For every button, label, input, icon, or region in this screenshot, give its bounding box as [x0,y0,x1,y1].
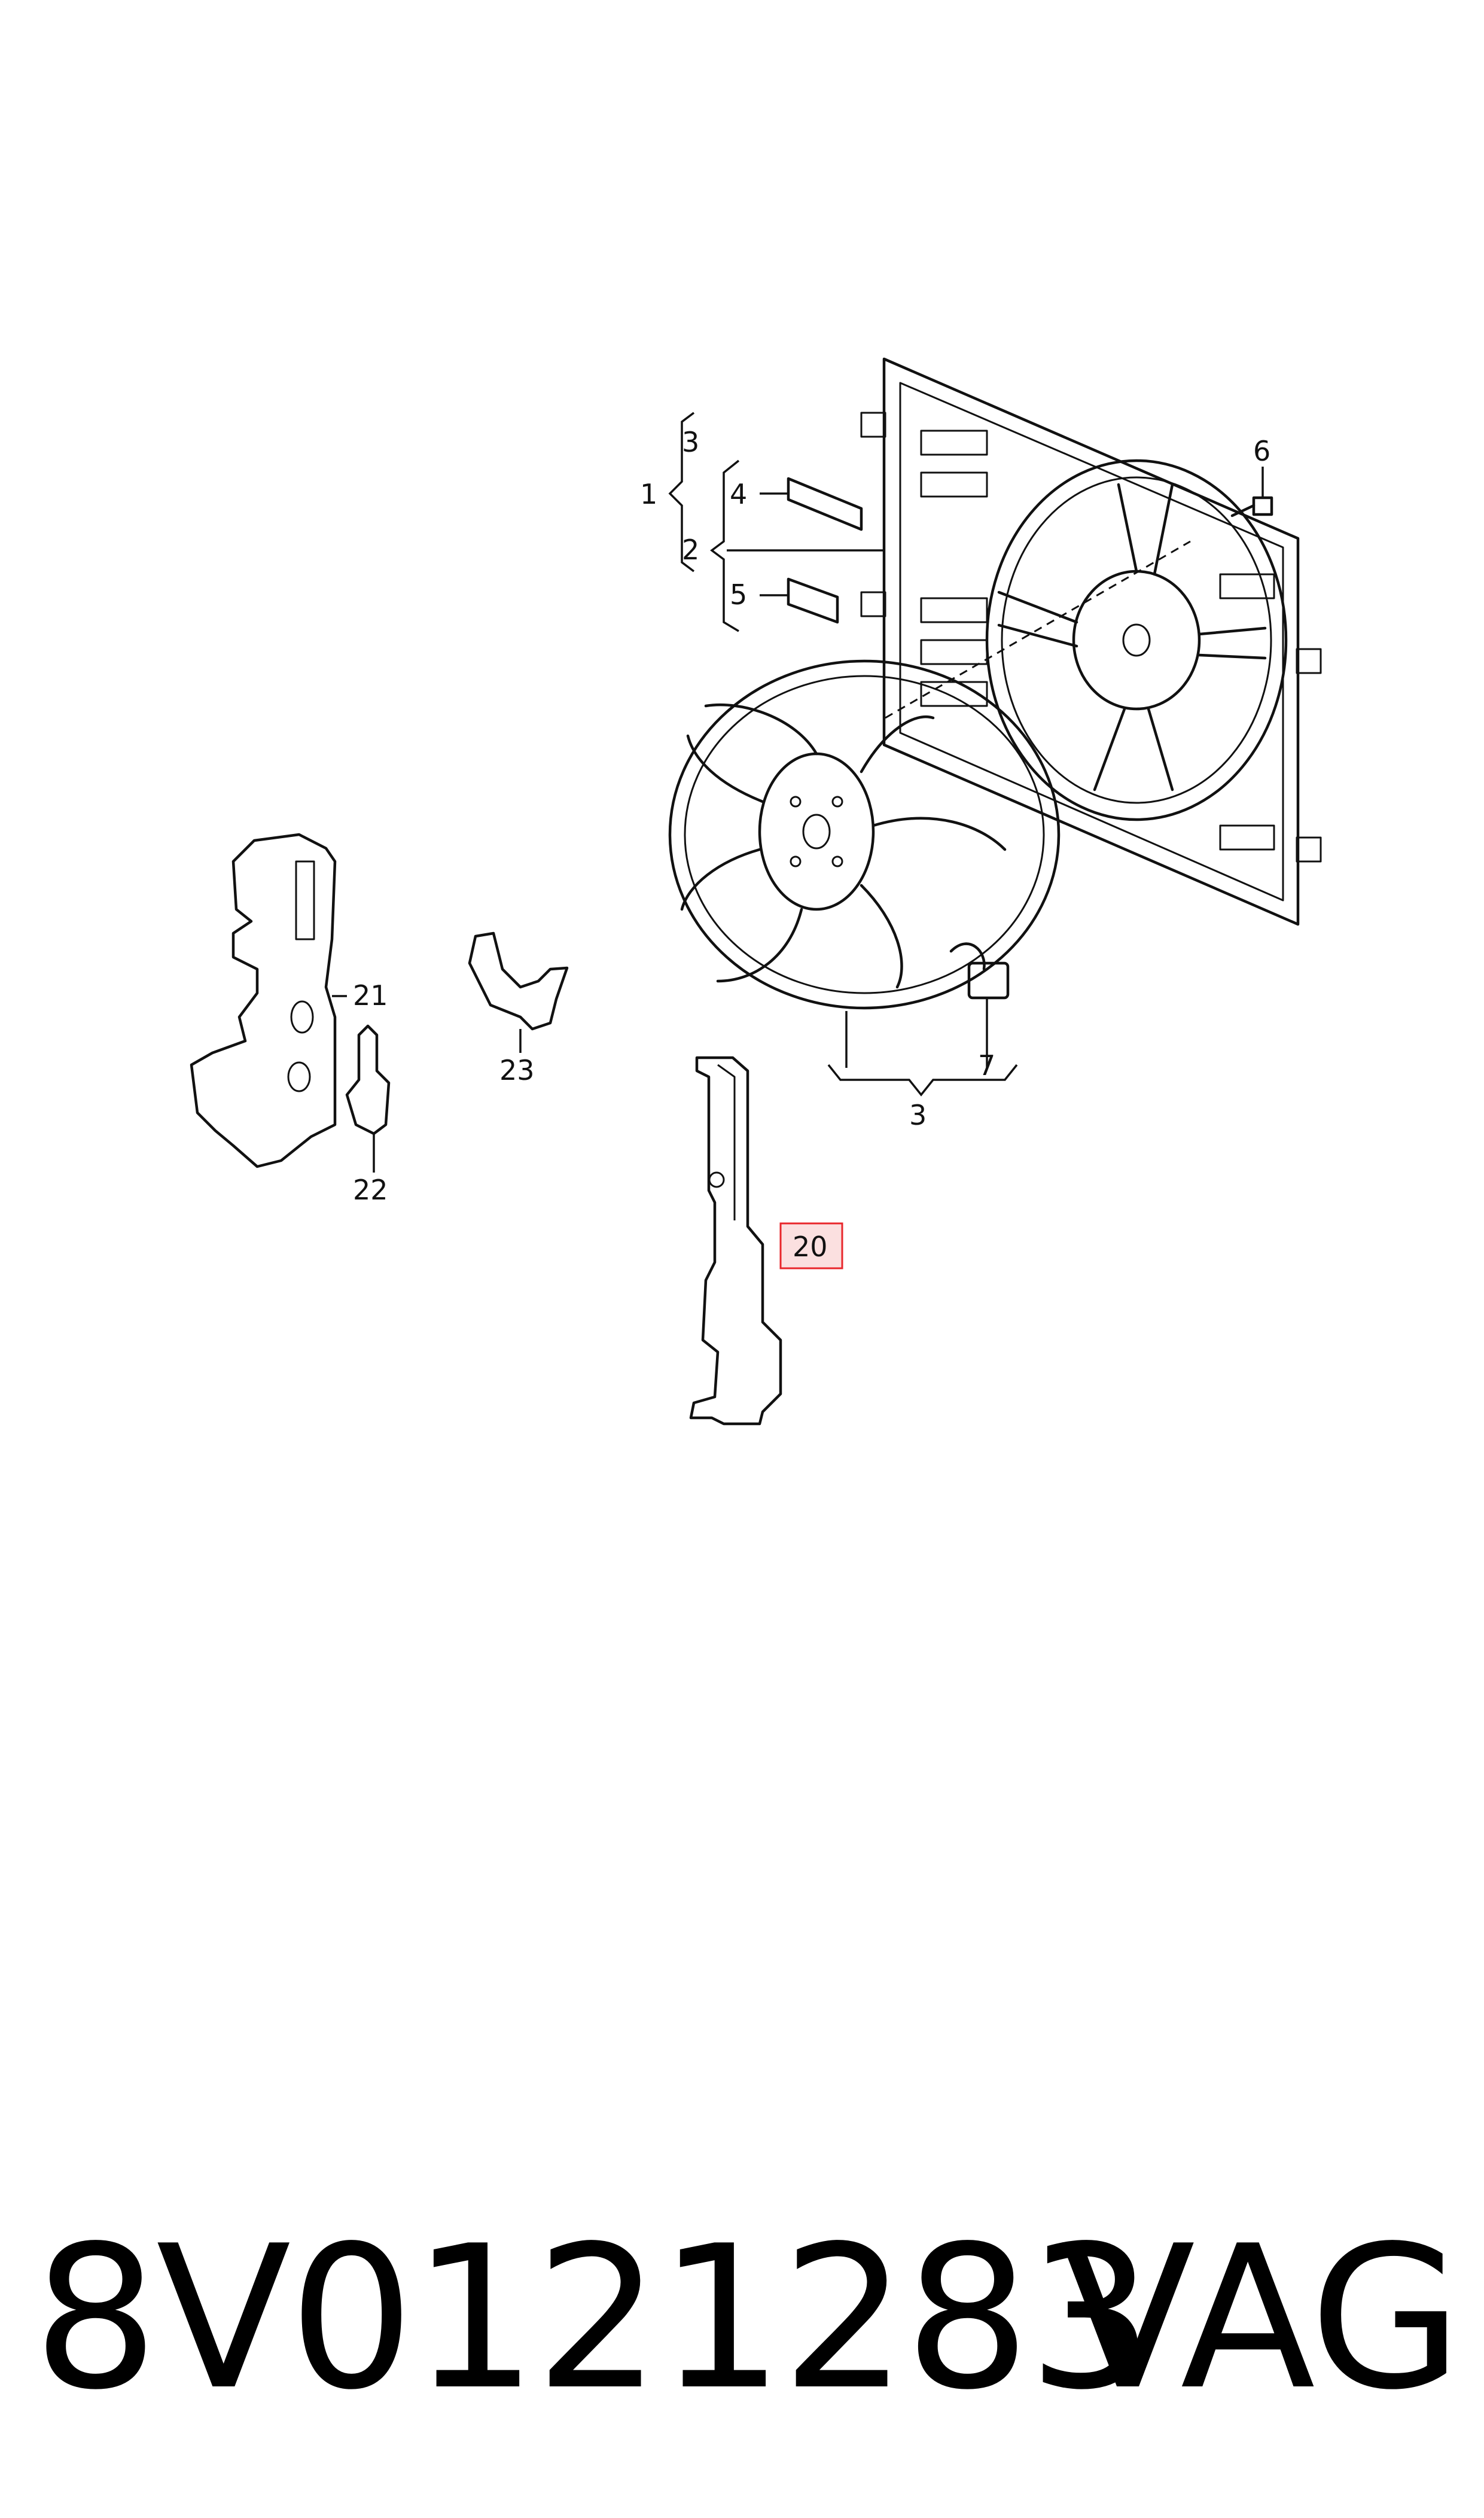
callout-20: 20 [793,1231,828,1263]
callout-22: 22 [353,1174,388,1206]
fan-shroud-frame [860,357,1322,926]
callout-23: 23 [499,1054,535,1086]
bolt-part-6 [1230,496,1273,517]
brand-caption: VAG [1060,2203,1462,2433]
callout-7: 7 [978,1049,995,1082]
clip-part-4 [787,477,863,531]
callout-6: 6 [1253,435,1270,467]
callout-21: 21 [353,979,388,1012]
callout-4: 4 [730,478,747,510]
callout-5: 5 [730,578,747,611]
callout-20-highlight [779,1222,843,1269]
clip-part-5 [787,577,839,624]
air-guide-part-21 [190,833,337,1168]
leader-lines [332,412,1264,1252]
bracket-part-22 [345,1024,391,1135]
callout-2: 2 [682,534,699,566]
callout-1: 1 [640,478,657,510]
fan-wheel [668,540,1191,1010]
callout-3-bottom: 3 [909,1099,927,1131]
callout-3-top: 3 [682,426,699,458]
bracket-part-23 [468,931,569,1031]
air-guide-part-20 [689,1056,782,1426]
part-number-caption: 8V0121283 [33,2203,1153,2433]
